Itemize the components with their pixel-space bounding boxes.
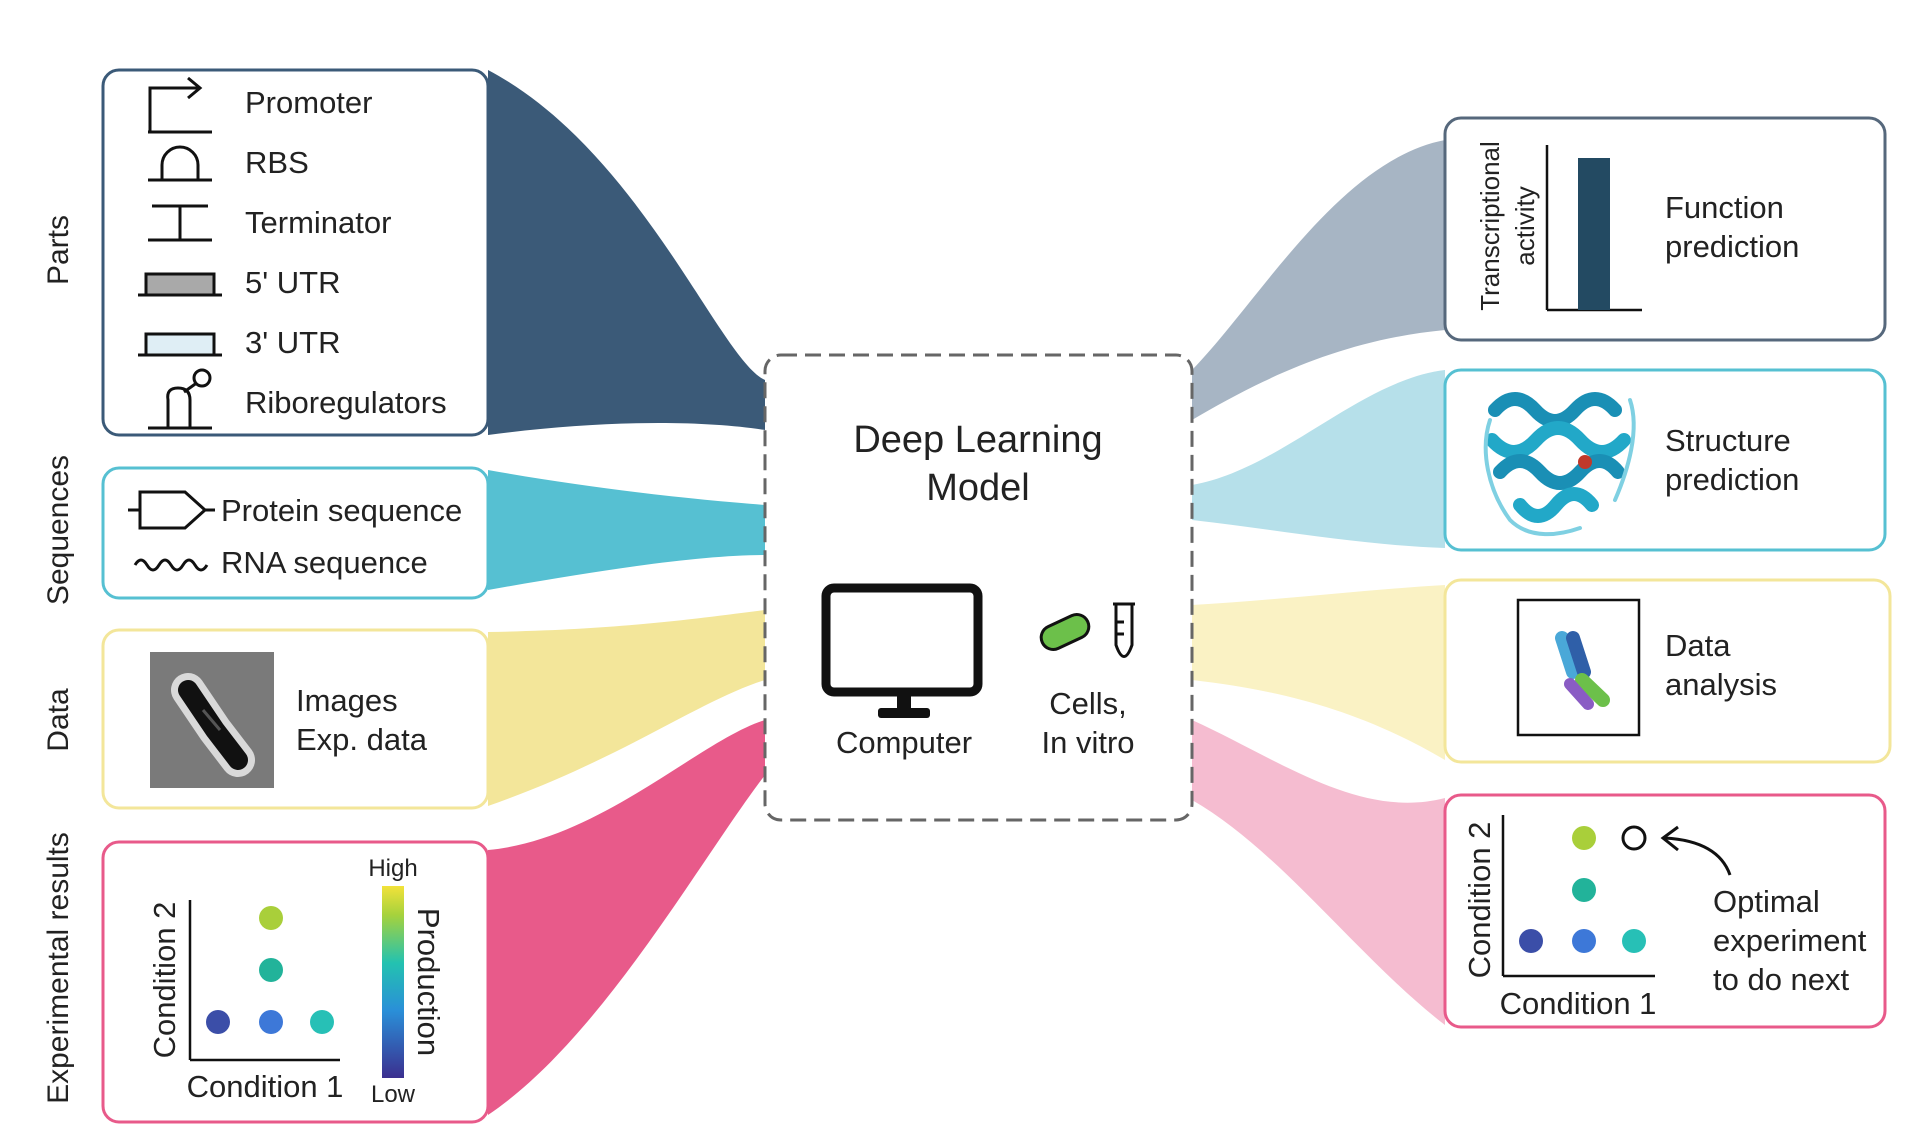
parts-item-terminator: Terminator	[245, 205, 391, 240]
optimal-xlabel: Condition 1	[1500, 986, 1657, 1021]
parts-side-label: Parts	[42, 215, 75, 285]
function-prediction-box	[1443, 116, 1887, 342]
model-title-line1: Deep Learning	[853, 419, 1102, 461]
microscopy-image	[150, 652, 274, 788]
parts-item-promoter: Promoter	[245, 85, 372, 120]
analysis-label-line2: analysis	[1665, 667, 1777, 702]
function-label-line1: Function	[1665, 190, 1784, 225]
function-bar	[1578, 158, 1610, 310]
results-point	[310, 1010, 334, 1034]
three-utr-icon	[138, 332, 222, 357]
function-axis-label-line2: activity	[1510, 186, 1540, 265]
analysis-label-line1: Data	[1665, 628, 1731, 663]
optimal-label-line2: experiment	[1713, 923, 1867, 958]
results-point	[259, 958, 283, 982]
data-connector	[488, 610, 765, 806]
results-point	[206, 1010, 230, 1034]
results-ylabel: Condition 2	[147, 902, 182, 1059]
results-side-label: Experimental results	[42, 832, 75, 1104]
results-xlabel: Condition 1	[187, 1069, 344, 1104]
segmented-cells-icon	[1555, 631, 1610, 710]
parts-item-riboregulators: Riboregulators	[245, 385, 447, 420]
computer-icon	[821, 583, 983, 718]
protein-structure-icon	[1483, 392, 1636, 537]
sequences-side-label: Sequences	[42, 455, 75, 605]
sequences-item-protein: Protein sequence	[221, 493, 462, 528]
structure-connector	[1192, 370, 1445, 548]
computer-label: Computer	[836, 725, 972, 760]
optimal-next-point	[1621, 825, 1647, 851]
optimal-label-line1: Optimal	[1713, 884, 1820, 919]
optimal-experiment-box	[1443, 793, 1887, 1029]
optimal-label-line3: to do next	[1713, 962, 1850, 997]
sequences-connector	[488, 470, 765, 590]
promoter-icon	[148, 76, 212, 134]
structure-label-line1: Structure	[1665, 423, 1791, 458]
function-connector	[1192, 140, 1445, 420]
parts-box	[101, 68, 490, 437]
data-item-images: Images	[296, 683, 398, 718]
structure-label-line2: prediction	[1665, 462, 1799, 497]
optimal-point	[1572, 878, 1596, 902]
function-axis-label-line1: Transcriptional	[1475, 141, 1505, 311]
optimal-point	[1572, 929, 1596, 953]
results-axes	[188, 900, 340, 1062]
test-tube-icon	[1113, 602, 1135, 658]
rna-sequence-icon	[133, 558, 209, 572]
data-item-exp-data: Exp. data	[296, 722, 428, 757]
data-side-label: Data	[42, 688, 75, 752]
terminator-icon	[148, 204, 212, 242]
colorbar-label: Production	[411, 908, 446, 1056]
parts-item-5utr: 5' UTR	[245, 265, 340, 300]
sequences-box	[101, 466, 490, 600]
colorbar-low-label: Low	[371, 1081, 416, 1108]
results-point	[259, 906, 283, 930]
analysis-connector	[1192, 585, 1445, 760]
cells-label-line2: In vitro	[1041, 725, 1134, 760]
model-title-line2: Model	[926, 467, 1030, 509]
optimal-connector	[1192, 720, 1445, 1025]
sequences-item-rna: RNA sequence	[221, 545, 428, 580]
colorbar-high-label: High	[368, 855, 417, 882]
optimal-point	[1622, 929, 1646, 953]
colorbar	[382, 886, 404, 1078]
optimal-ylabel: Condition 2	[1462, 822, 1497, 979]
five-utr-icon	[138, 272, 222, 297]
riboregulator-icon	[148, 368, 212, 430]
function-label-line2: prediction	[1665, 229, 1799, 264]
arrow-icon	[1660, 825, 1732, 876]
parts-connector	[488, 70, 765, 435]
rbs-icon	[148, 145, 212, 182]
optimal-axes	[1501, 815, 1655, 978]
optimal-point	[1572, 826, 1596, 850]
cell-icon	[1039, 613, 1091, 651]
optimal-point	[1519, 929, 1543, 953]
cells-label-line1: Cells,	[1049, 686, 1127, 721]
protein-sequence-icon	[128, 490, 215, 530]
results-point	[259, 1010, 283, 1034]
results-connector	[488, 720, 765, 1115]
parts-item-3utr: 3' UTR	[245, 325, 340, 360]
parts-item-rbs: RBS	[245, 145, 309, 180]
